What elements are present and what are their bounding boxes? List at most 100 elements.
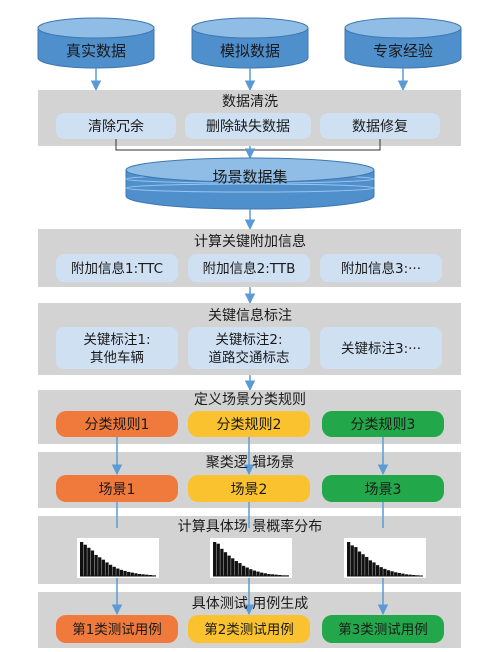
histogram-bar bbox=[112, 566, 116, 576]
histogram-bar bbox=[80, 542, 84, 576]
histogram-bar bbox=[260, 572, 264, 576]
cleaning-title: 数据清洗 bbox=[222, 94, 278, 110]
histogram-bar bbox=[119, 569, 124, 576]
source-cylinder-2: 模拟数据 bbox=[191, 17, 309, 69]
dataset-cylinder: 场景数据集 bbox=[125, 157, 375, 210]
rule-box-yellow bbox=[188, 411, 310, 437]
histogram-bar bbox=[383, 568, 387, 576]
histogram-bar bbox=[278, 574, 282, 576]
key-annotation-3-line1: 关键标注3:··· bbox=[341, 341, 421, 357]
histogram-bar bbox=[116, 568, 120, 576]
cleaning-item-3: 数据修复 bbox=[352, 118, 408, 135]
scene-box-yellow bbox=[188, 475, 310, 502]
histogram-bar bbox=[390, 571, 394, 576]
histogram-bar bbox=[249, 569, 253, 576]
histogram-bar bbox=[347, 542, 351, 576]
testcase-box-green bbox=[322, 615, 444, 643]
testcase-title: 具体测试 用例生成 bbox=[192, 596, 308, 612]
source-label-3: 专家经验 bbox=[373, 42, 433, 60]
histogram-bar bbox=[404, 574, 409, 576]
histogram-bar bbox=[256, 571, 260, 576]
histogram-bar bbox=[379, 567, 383, 576]
testcase-box-yellow bbox=[188, 615, 310, 643]
scene-box-green bbox=[322, 475, 444, 502]
testcase-3: 第3类测试用例 bbox=[338, 621, 428, 638]
histogram-bar bbox=[231, 558, 235, 576]
histogram-bar bbox=[134, 573, 138, 576]
histogram-bar bbox=[241, 565, 246, 576]
histogram-bar bbox=[101, 559, 105, 576]
histogram-bar bbox=[386, 570, 391, 576]
scene-3: 场景3 bbox=[365, 482, 402, 498]
histogram-bar bbox=[83, 544, 87, 576]
cleaning-item-box bbox=[56, 113, 176, 139]
key-annotation-2-line2: 道路交通标志 bbox=[209, 349, 290, 366]
histogram-bar bbox=[361, 554, 365, 576]
histogram-bar bbox=[227, 555, 231, 576]
clustering-title: 聚类逻 辑场景 bbox=[206, 455, 294, 471]
histogram-bar bbox=[368, 560, 372, 576]
histogram-1 bbox=[77, 538, 159, 578]
testcase-box-orange bbox=[56, 615, 178, 643]
extra-info-box bbox=[188, 254, 310, 282]
histogram-bar bbox=[105, 562, 109, 576]
histogram-bar bbox=[252, 570, 257, 576]
extra-info-title: 计算关键附加信息 bbox=[194, 233, 306, 250]
extra-info-item-3: 附加信息3:··· bbox=[341, 260, 421, 277]
key-annotation-box bbox=[56, 327, 178, 369]
rule-3: 分类规则3 bbox=[351, 417, 416, 433]
source-cylinder-1: 真实数据 bbox=[37, 17, 155, 69]
source-label-2: 模拟数据 bbox=[220, 42, 280, 60]
histogram-bar bbox=[372, 562, 376, 576]
histogram-bar bbox=[267, 573, 271, 576]
rule-box-orange bbox=[56, 411, 178, 437]
cleaning-item-box bbox=[185, 113, 311, 139]
histogram-bar bbox=[263, 573, 267, 576]
histogram-bar bbox=[123, 570, 127, 576]
key-annotation-1-line1: 关键标注1: bbox=[83, 332, 150, 348]
source-cylinder-3: 专家经验 bbox=[344, 17, 462, 69]
histogram-bar bbox=[220, 548, 224, 576]
histogram-bar bbox=[87, 547, 91, 576]
histogram-bar bbox=[216, 543, 220, 576]
histogram-bar bbox=[274, 574, 278, 576]
rule-box-green bbox=[322, 411, 444, 437]
histogram-bar bbox=[357, 551, 362, 576]
histogram-bar bbox=[141, 574, 145, 576]
dataset-label: 场景数据集 bbox=[212, 168, 287, 186]
histogram-2 bbox=[210, 538, 292, 578]
rule-2: 分类规则2 bbox=[217, 417, 282, 433]
scene-2: 场景2 bbox=[231, 482, 268, 498]
histogram-bar bbox=[137, 573, 142, 576]
histogram-bar bbox=[145, 574, 149, 576]
key-annotation-box bbox=[188, 327, 310, 369]
histogram-bar bbox=[127, 571, 131, 576]
histogram-bar bbox=[94, 554, 98, 576]
rule-1: 分类规则1 bbox=[85, 417, 150, 433]
histogram-bar bbox=[213, 542, 217, 576]
histogram-bar bbox=[365, 556, 369, 576]
histogram-bar bbox=[354, 547, 358, 576]
histogram-bar bbox=[130, 572, 134, 576]
histogram-3 bbox=[344, 538, 426, 578]
histogram-bar bbox=[223, 552, 228, 576]
probability-title: 计算具体场 景概率分布 bbox=[178, 518, 322, 535]
histogram-bar bbox=[397, 572, 401, 576]
key-annotation-title: 关键信息标注 bbox=[208, 307, 292, 324]
cleaning-item-2: 删除缺失数据 bbox=[206, 119, 290, 135]
histogram-bar bbox=[412, 574, 416, 576]
histogram-bar bbox=[90, 550, 95, 576]
histogram-bar bbox=[108, 564, 113, 576]
cleaning-item-1: 清除冗余 bbox=[88, 118, 144, 135]
histogram-bar bbox=[148, 574, 153, 576]
extra-info-item-2: 附加信息2:TTB bbox=[203, 260, 296, 277]
histogram-bar bbox=[234, 561, 238, 576]
histogram-bar bbox=[350, 545, 354, 576]
key-annotation-1-line2: 其他车辆 bbox=[90, 349, 144, 366]
histogram-bar bbox=[408, 574, 412, 576]
testcase-2: 第2类测试用例 bbox=[204, 621, 294, 638]
scene-box-orange bbox=[56, 475, 178, 502]
classify-rules-title: 定义场景分类规则 bbox=[194, 392, 306, 408]
histogram-bar bbox=[401, 573, 405, 576]
